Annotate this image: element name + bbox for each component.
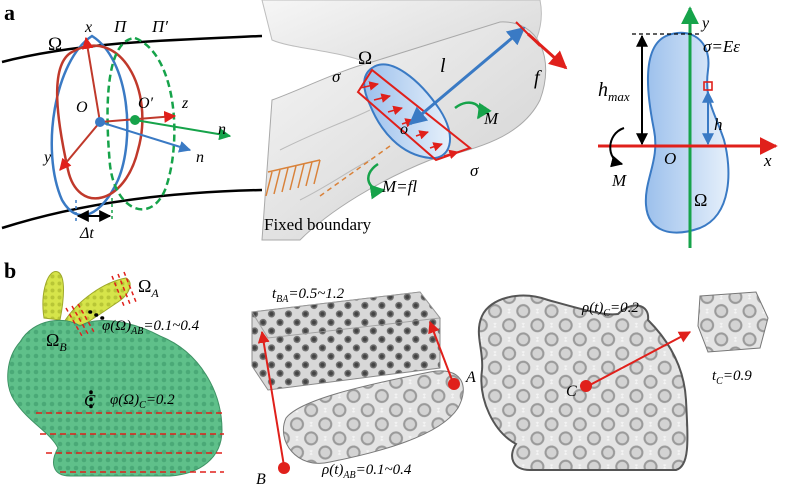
force-base-line (515, 21, 541, 47)
bar-bottom-boundary (1, 188, 263, 230)
c-to-cell-arrow (587, 331, 692, 387)
omega-b-label: ΩB (46, 330, 67, 354)
h-label: h (714, 115, 723, 134)
body-cut-lines (36, 412, 224, 473)
moment-arc-upper (454, 101, 492, 120)
bar-top-boundary (1, 34, 263, 64)
sigma-bottom-label: σ (470, 161, 479, 180)
section-moment-arc (609, 127, 625, 168)
stress-distribution (356, 68, 473, 162)
normal-blue-line (99, 121, 192, 153)
hmax-label: hmax (598, 79, 630, 104)
phi-ab-label: φ(Ω)AB=0.1~0.4 (102, 318, 200, 337)
section-omega-label: Ω (694, 190, 707, 210)
section-green-dashed (106, 36, 176, 211)
limb-ridge (279, 109, 371, 151)
sigma-top-label: σ (332, 67, 341, 86)
limb-bending-diagram: Ω l f σ σ M M=fl o Fixed boundary (261, 0, 568, 241)
ear-cut-lines (65, 271, 137, 337)
panel-a-label: a (4, 0, 15, 25)
omega-a-label: ΩA (138, 276, 159, 300)
moment-arc-lower (367, 162, 386, 200)
origin-point (95, 117, 105, 127)
section-origin-label: O (664, 149, 676, 168)
limb-omega-label: Ω (358, 48, 372, 69)
section-x-label: x (763, 151, 772, 170)
lattice-bunny-model: ρ(t)C=0.2 C tC=0.9 (477, 291, 769, 471)
limb-origin-label: o (400, 121, 408, 138)
z-axis-label: z (181, 95, 189, 112)
bar-section-diagram: Ω x Π Π′ O O′ z y n n Δt (1, 17, 263, 242)
point-a (448, 378, 460, 390)
plane1-label: Π (113, 17, 128, 36)
material-point (703, 81, 713, 91)
t-ba-label: tBA=0.5~1.2 (272, 286, 345, 305)
right-c-label: C (566, 383, 577, 400)
force-label: f (534, 67, 542, 89)
section-y-label: y (700, 15, 710, 32)
bunny-c-label: C (84, 391, 96, 410)
phi-c-label: φ(Ω)C=0.2 (110, 392, 175, 411)
x-axis-line (81, 36, 101, 123)
plane2-label: Π′ (151, 17, 168, 36)
x-axis-label: x (84, 19, 92, 36)
normal-green-line (134, 119, 232, 141)
origin2-point (130, 115, 140, 125)
normal2-label: n (218, 121, 226, 138)
section-red (55, 44, 144, 200)
thickness-label: Δt (79, 225, 94, 242)
rho-c-label: ρ(t)C=0.2 (581, 300, 639, 319)
omega-label: Ω (48, 34, 62, 55)
point-c (580, 380, 592, 392)
bunny-ear-front (63, 277, 131, 333)
unit-cell-shape (697, 291, 769, 353)
length-label: l (440, 55, 446, 77)
section-shape (644, 31, 730, 234)
fixed-boundary-hatch (265, 159, 321, 197)
y-axis-label: y (42, 149, 52, 166)
panel-b-label: b (4, 258, 16, 283)
length-arrow (408, 26, 526, 126)
section-coordinate-diagram: y σ=Eε hmax h O x M Ω (598, 6, 778, 248)
lattice-ear-model: tBA=0.5~1.2 A B ρ(t)AB=0.1~0.4 (251, 286, 476, 488)
point-b (278, 462, 290, 474)
stress-arrows (359, 81, 459, 159)
origin-label: O (76, 99, 88, 116)
b-label: B (256, 471, 266, 488)
fixed-boundary-label: Fixed boundary (264, 215, 372, 234)
t-c-label: tC=0.9 (712, 368, 752, 387)
origin2-label: O′ (138, 95, 154, 112)
moment-eq-label: M=fl (381, 177, 417, 196)
normal1-label: n (196, 149, 204, 166)
bunny-ear-back (42, 271, 64, 321)
y-axis-line (59, 121, 101, 171)
rho-ab-label: ρ(t)AB=0.1~0.4 (321, 462, 412, 481)
bunny-body (7, 319, 223, 477)
stress-eq-label: σ=Eε (703, 37, 740, 56)
a-to-block-arrow (428, 320, 453, 381)
b-to-block-arrow (257, 330, 285, 467)
lattice-block-top (251, 291, 441, 339)
section-moment-label: M (611, 171, 627, 190)
limb-ridge-2 (299, 159, 371, 201)
ab-dots-marker (88, 310, 105, 320)
moment-label: M (483, 109, 499, 128)
bunny-model: ΩA ΩB φ(Ω)AB=0.1~0.4 C φ(Ω)C=0.2 (7, 271, 224, 477)
ear-lattice-shape (282, 370, 464, 464)
a-label: A (465, 369, 476, 386)
